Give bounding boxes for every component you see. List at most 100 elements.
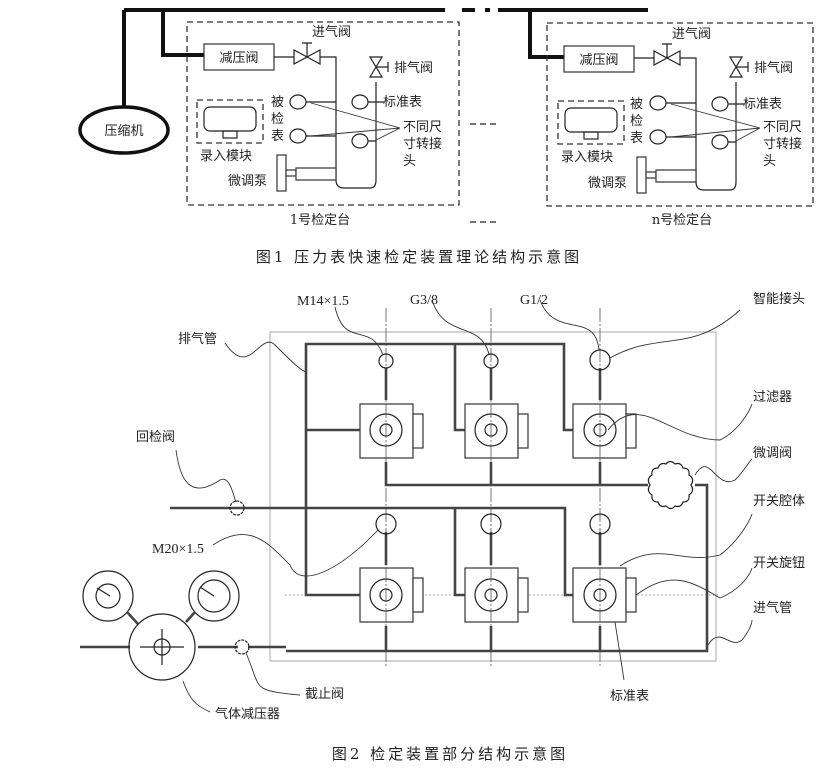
thread-label-g38: G3/8 xyxy=(410,293,438,308)
switch-chamber xyxy=(359,567,424,623)
inlet-pipe-label: 进气管 xyxy=(753,600,792,616)
input-module-frame xyxy=(557,100,625,145)
exhaust-valve-label: 排气阀 xyxy=(754,60,793,76)
reducer-gauge-needle xyxy=(199,586,215,597)
m20-leader xyxy=(212,529,379,577)
valve-handle xyxy=(302,42,312,57)
station-1-frame xyxy=(186,21,460,206)
pipe-segment xyxy=(306,101,336,137)
manifold-pipe xyxy=(320,56,377,189)
check-valve-label: 回检阀 xyxy=(136,430,175,445)
reducer-crosshair xyxy=(140,629,184,665)
fine-pump-rod xyxy=(285,169,297,177)
fine-valve-leader xyxy=(694,458,753,483)
station-1-name: 1号检定台 xyxy=(290,213,350,228)
reducing-valve-box xyxy=(563,45,635,73)
reducer-gauge-dial xyxy=(197,579,231,613)
vertical-pipe xyxy=(384,368,602,651)
filter-leader xyxy=(607,403,753,441)
adapter-label: 头 xyxy=(403,154,416,169)
standard-gauge-1-icon xyxy=(351,94,369,110)
smart-connector-icon xyxy=(483,353,499,369)
manifold-pipe xyxy=(680,57,737,191)
exhaust-pipe-leader xyxy=(224,341,307,373)
gauge-under-test-label: 被 xyxy=(630,97,643,112)
gauge-under-test-1-icon xyxy=(289,94,307,110)
switch-knob-leader xyxy=(635,567,753,599)
reducer-connector xyxy=(126,611,196,625)
gauge-under-test-label: 表 xyxy=(630,131,643,146)
gas-reducer-leader xyxy=(182,680,211,713)
reducer-gauge-icon xyxy=(82,570,134,622)
gauge-under-test-2-icon xyxy=(649,129,667,145)
valve-handle xyxy=(662,43,672,58)
switch-body-label: 开关腔体 xyxy=(753,494,805,509)
gauge-under-test-2-icon xyxy=(289,128,307,144)
smart-connector-leader xyxy=(609,309,741,359)
gauge-under-test-1-icon xyxy=(649,95,667,111)
return-branch xyxy=(304,508,360,597)
gas-reducer-icon xyxy=(128,613,196,681)
input-module-label: 录入模块 xyxy=(561,150,613,165)
fine-adjust-valve-icon xyxy=(647,460,694,510)
figure-2-caption: 图2 检定装置部分结构示意图 xyxy=(332,745,568,763)
inlet-pipe-leader xyxy=(707,619,753,646)
reducer-gauge-needle xyxy=(96,587,111,597)
thread-label-g12: G1/2 xyxy=(520,293,548,308)
station-n-frame xyxy=(546,22,814,207)
standard-gauge-label: 标准表 xyxy=(743,97,782,112)
standard-gauge-2-icon xyxy=(351,133,369,149)
input-module-base xyxy=(583,131,599,140)
smart-connector-icon xyxy=(480,513,502,535)
m14-leader xyxy=(334,306,384,356)
station1-feed-line xyxy=(161,10,205,57)
check-valve-icon xyxy=(229,500,245,516)
adapter-leader xyxy=(670,103,761,142)
fine-pump-handle-icon xyxy=(636,156,647,194)
adapter-leader xyxy=(310,102,401,141)
input-module-frame xyxy=(196,99,264,144)
fine-pump-rod xyxy=(645,171,657,179)
smart-connector-icon xyxy=(378,353,394,369)
smart-connector-label: 智能接头 xyxy=(753,291,805,307)
compressor-label: 压缩机 xyxy=(104,123,143,139)
exhaust-valve-icon xyxy=(728,56,744,78)
fine-valve-label: 微调阀 xyxy=(753,446,792,461)
fine-pump-label: 微调泵 xyxy=(588,176,627,191)
exhaust-valve-icon xyxy=(368,56,384,78)
fine-pump-label: 微调泵 xyxy=(228,174,267,189)
thread-label-m20: M20×1.5 xyxy=(152,542,204,557)
pipe-segment xyxy=(666,102,696,138)
inlet-valve-label: 进气阀 xyxy=(672,26,711,42)
g12-leader xyxy=(539,299,600,351)
inlet-pipe xyxy=(286,483,709,653)
input-module-base xyxy=(222,130,238,139)
figure-1-caption: 图1 压力表快速检定装置理论结构示意图 xyxy=(256,248,582,266)
inlet-valve-label: 进气阀 xyxy=(312,24,351,40)
reducer-gauge-icon xyxy=(188,570,240,622)
exhaust-pipe xyxy=(304,342,580,509)
gauge-under-test-label: 表 xyxy=(271,129,284,144)
standard-gauge-label: 标准表 xyxy=(610,689,649,704)
valve-handle xyxy=(376,62,389,72)
reducing-valve-label: 减压阀 xyxy=(219,51,258,66)
gauge-under-test-label: 被 xyxy=(271,95,284,110)
standard-gauge-leader xyxy=(614,621,625,681)
stop-valve-label: 截止阀 xyxy=(305,687,344,702)
center-axis xyxy=(385,404,601,622)
compressor-icon xyxy=(78,105,170,155)
fine-pump-body-icon xyxy=(295,167,337,181)
station-n-name: n号检定台 xyxy=(652,213,712,228)
exhaust-valve-label: 排气阀 xyxy=(394,60,433,76)
switch-chamber xyxy=(572,403,637,459)
fine-pump-handle-icon xyxy=(276,154,287,192)
valve-handle xyxy=(736,62,749,72)
switch-knob-label: 开关旋钮 xyxy=(753,556,805,571)
device-frame xyxy=(269,331,717,662)
filter-label: 过滤器 xyxy=(753,390,792,405)
input-module-display-icon xyxy=(203,106,257,132)
check-valve-leader xyxy=(175,449,237,503)
switch-chamber xyxy=(359,403,424,459)
exhaust-pipe-label: 排气管 xyxy=(178,331,217,347)
